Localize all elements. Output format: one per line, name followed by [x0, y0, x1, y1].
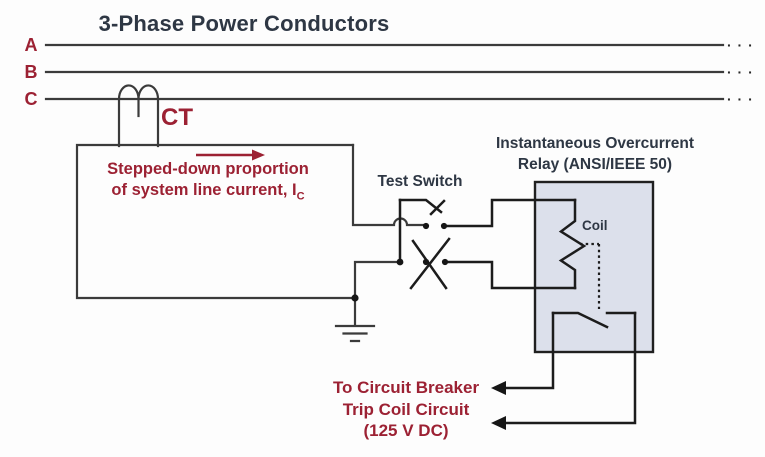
phase-b-continuation-dots: · · ·	[727, 64, 754, 80]
phase-b-label: B	[24, 62, 38, 82]
trip-line2: Trip Coil Circuit	[342, 400, 470, 419]
current-direction-arrow-icon	[252, 149, 265, 161]
relay-enclosure	[533, 180, 655, 354]
phase-a-continuation-dots: · · ·	[727, 37, 754, 53]
relay-title-line1: Instantaneous Overcurrent	[495, 135, 695, 152]
contact-node	[441, 258, 449, 266]
test-switch-bottom-blade-x	[409, 237, 451, 290]
relay-coil-symbol	[558, 198, 587, 290]
annotation-line1: Stepped-down proportion	[107, 160, 309, 178]
diagram-title: 3-Phase Power Conductors	[98, 11, 390, 36]
trip-wire-lower	[504, 311, 637, 425]
annotation-line2-subscript: C	[296, 190, 305, 203]
relay-title-line2: Relay (ANSI/IEEE 50)	[517, 156, 673, 173]
contact-node	[422, 222, 430, 230]
coil-bottom-wire	[443, 260, 577, 290]
phase-c-label: C	[24, 89, 38, 109]
ct-secondary-bottom-lead	[353, 260, 402, 300]
contact-node	[422, 258, 430, 266]
contact-node	[440, 222, 448, 230]
phase-c-continuation-dots: · · ·	[727, 91, 754, 107]
test-switch-label: Test Switch	[377, 173, 463, 190]
junction-node	[396, 258, 404, 266]
trip-arrow-lower-icon	[491, 416, 506, 430]
ct-secondary-loop	[75, 143, 357, 300]
relay-contact	[551, 311, 637, 329]
annotation-line2-main: of system line current, I	[111, 181, 297, 199]
phase-a-label: A	[24, 35, 38, 55]
ct-label: CT	[161, 104, 193, 131]
coil-label: Coil	[582, 218, 608, 233]
annotation-line2: of system line current, IC	[83, 180, 333, 206]
coil-top-wire	[442, 198, 577, 228]
trip-line3: (125 V DC)	[363, 421, 449, 440]
ground-symbol	[334, 296, 376, 343]
ground-junction-node	[351, 294, 359, 302]
trip-wire-upper	[504, 311, 555, 390]
trip-arrow-upper-icon	[491, 381, 506, 395]
trip-line1: To Circuit Breaker	[332, 378, 480, 397]
test-switch-top-tick	[429, 199, 446, 216]
